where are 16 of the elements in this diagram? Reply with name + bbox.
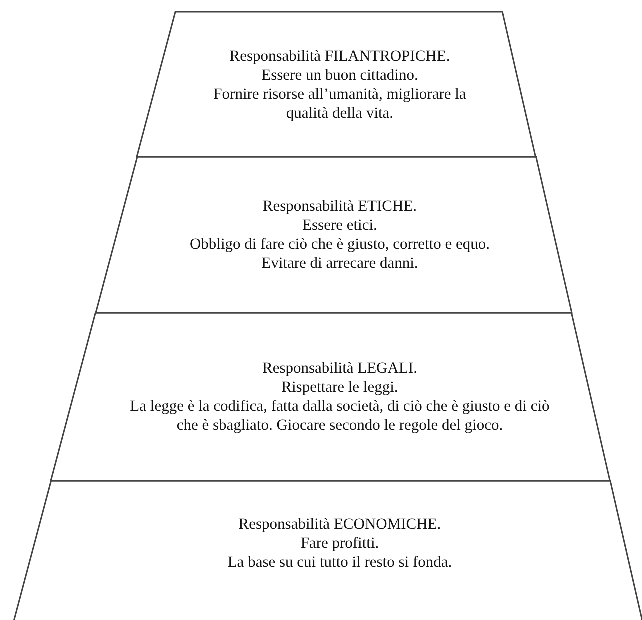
tier-text: Essere un buon cittadino. [262,66,418,84]
tier-text: Fare profitti. [300,534,380,552]
tier-text: La legge è la codifica, fatta dalla società, di ciò che è giusto e di ciò che è sbagliato. Giocare secondo le regole del gioco. [129,397,551,435]
tier-title: Responsabilità FILANTROPICHE. [230,46,450,66]
tier-title: Responsabilità LEGALI. [262,359,418,378]
tier-title: Responsabilità ECONOMICHE. [238,514,442,534]
pyramid-tier [96,157,572,313]
tier-text: La base su cui tutto il resto si fonda. [228,552,452,572]
tier-text: Obbligo di fare ciò che è giusto, corretto e equo. Evitare di arrecare danni. [190,235,490,273]
tier-text: Essere etici. [302,216,378,235]
tier-text: Rispettare le leggi. [282,378,398,397]
tier-title: Responsabilità ETICHE. [262,197,418,216]
pyramid-tier [51,313,610,481]
pyramid-tier [12,481,642,620]
pyramid-tier [137,12,536,157]
tier-text: Fornire risorse all’umanità, migliorare la qualità della vita. [212,84,468,122]
